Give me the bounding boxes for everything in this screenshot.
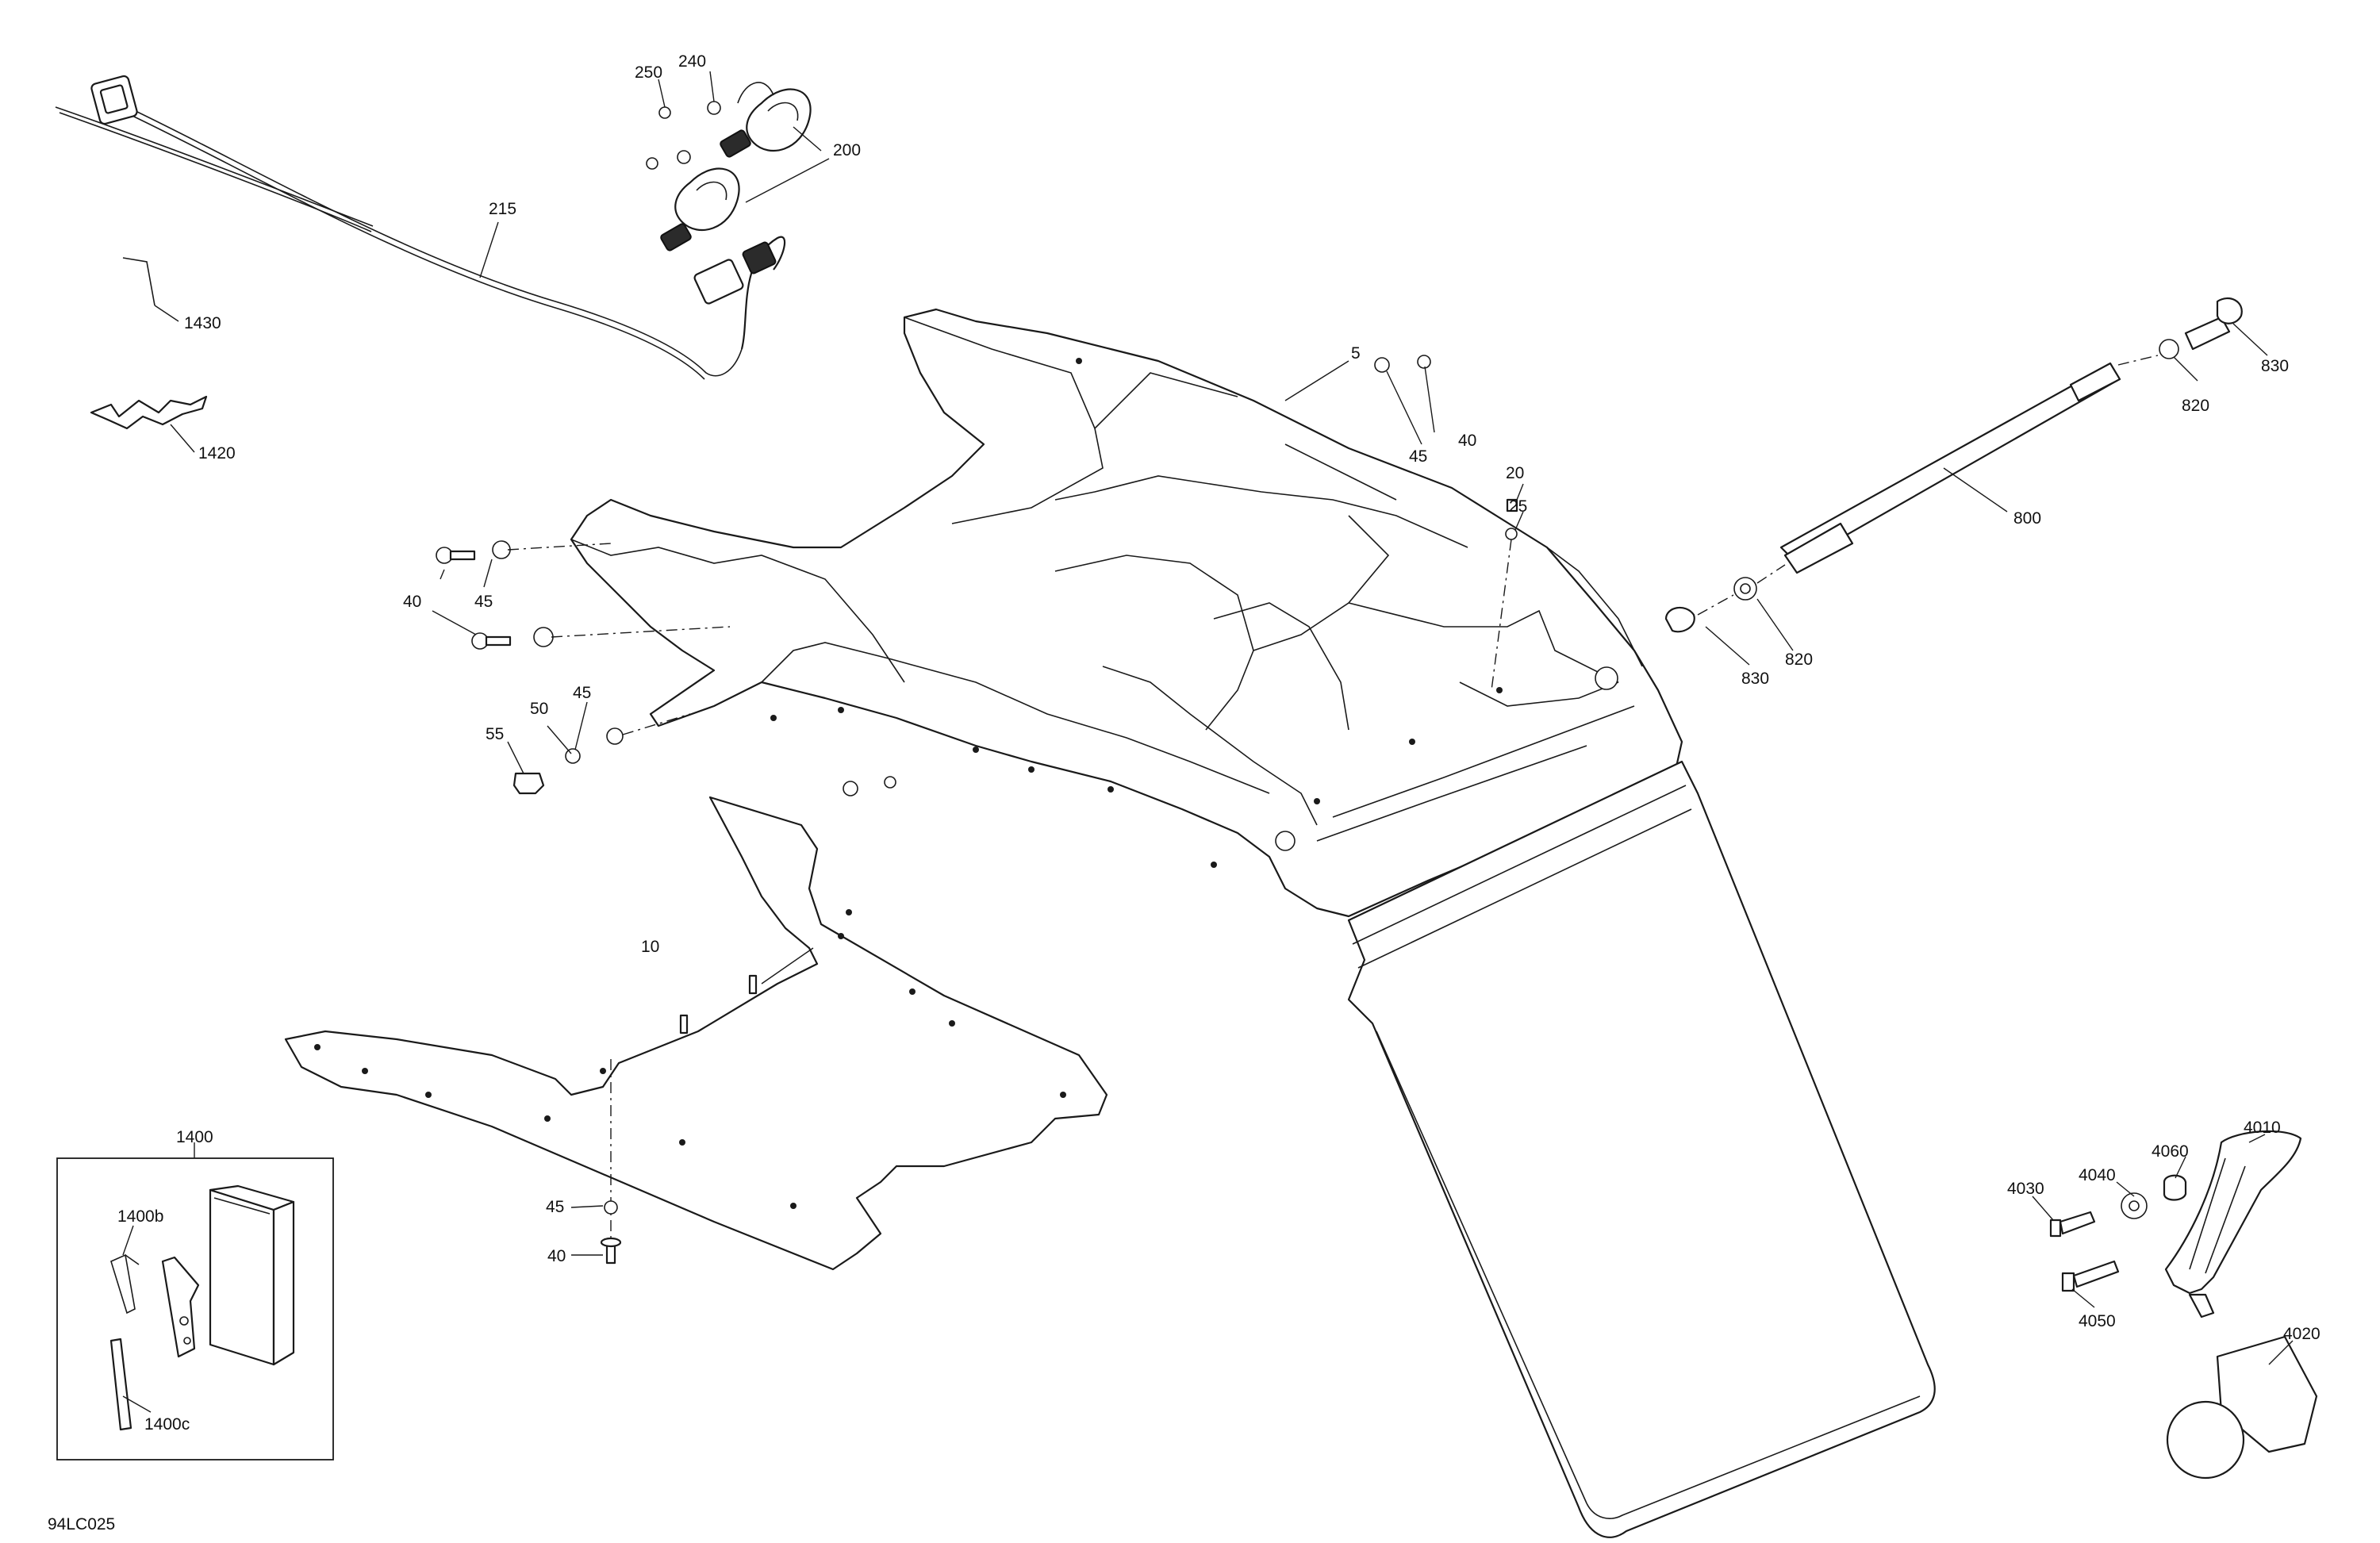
callout-5: 5 bbox=[1351, 344, 1361, 363]
light-assembly bbox=[646, 82, 812, 251]
callout-45-left-b: 45 bbox=[573, 684, 591, 702]
callout-250: 250 bbox=[635, 63, 662, 82]
callout-40-left: 40 bbox=[403, 593, 421, 611]
callout-215: 215 bbox=[489, 200, 516, 218]
kit-box bbox=[56, 1157, 334, 1460]
callout-4020: 4020 bbox=[2283, 1325, 2320, 1343]
callout-20: 20 bbox=[1506, 464, 1524, 482]
callout-4050: 4050 bbox=[2079, 1312, 2116, 1330]
callout-820-right: 820 bbox=[2182, 397, 2209, 415]
callout-240: 240 bbox=[678, 52, 706, 71]
callout-4040: 4040 bbox=[2079, 1166, 2116, 1184]
callout-1400: 1400 bbox=[176, 1128, 213, 1146]
callout-1400c: 1400c bbox=[144, 1415, 190, 1434]
callout-45-top: 45 bbox=[1409, 447, 1427, 466]
callout-1420: 1420 bbox=[198, 444, 236, 463]
callout-10: 10 bbox=[641, 938, 659, 956]
callout-55: 55 bbox=[486, 725, 504, 743]
callout-820-left: 820 bbox=[1785, 651, 1813, 669]
wiring-harness bbox=[55, 75, 786, 380]
reference-code: 94LC025 bbox=[48, 1515, 115, 1533]
callout-45-panel: 45 bbox=[546, 1198, 564, 1216]
snow-flap bbox=[1347, 760, 1936, 1538]
callout-830-right: 830 bbox=[2261, 357, 2289, 375]
callout-50: 50 bbox=[530, 700, 548, 718]
small-tools bbox=[90, 257, 208, 430]
callout-25: 25 bbox=[1509, 497, 1527, 516]
callout-labels: 5 10 20 25 40 45 40 45 45 50 55 200 215 … bbox=[48, 52, 2320, 1533]
callout-40-top: 40 bbox=[1458, 432, 1476, 450]
under-panel bbox=[284, 796, 1108, 1271]
leader-lines bbox=[122, 71, 2294, 1413]
rear-frame bbox=[570, 308, 1683, 918]
callout-830-left: 830 bbox=[1741, 670, 1769, 688]
fasteners-left bbox=[436, 540, 896, 796]
axle-assembly bbox=[1664, 297, 2243, 633]
callout-800: 800 bbox=[2013, 509, 2041, 528]
callout-4010: 4010 bbox=[2244, 1119, 2281, 1137]
callout-4030: 4030 bbox=[2007, 1180, 2044, 1198]
callout-1430: 1430 bbox=[184, 314, 221, 332]
callout-200: 200 bbox=[833, 141, 861, 159]
fasteners-top-right bbox=[1374, 355, 1518, 691]
bracket-assembly bbox=[2049, 1130, 2318, 1480]
callout-40-panel: 40 bbox=[547, 1247, 566, 1265]
callout-45-left-a: 45 bbox=[474, 593, 493, 611]
callout-1400b: 1400b bbox=[117, 1207, 163, 1226]
callout-4060: 4060 bbox=[2152, 1142, 2189, 1161]
